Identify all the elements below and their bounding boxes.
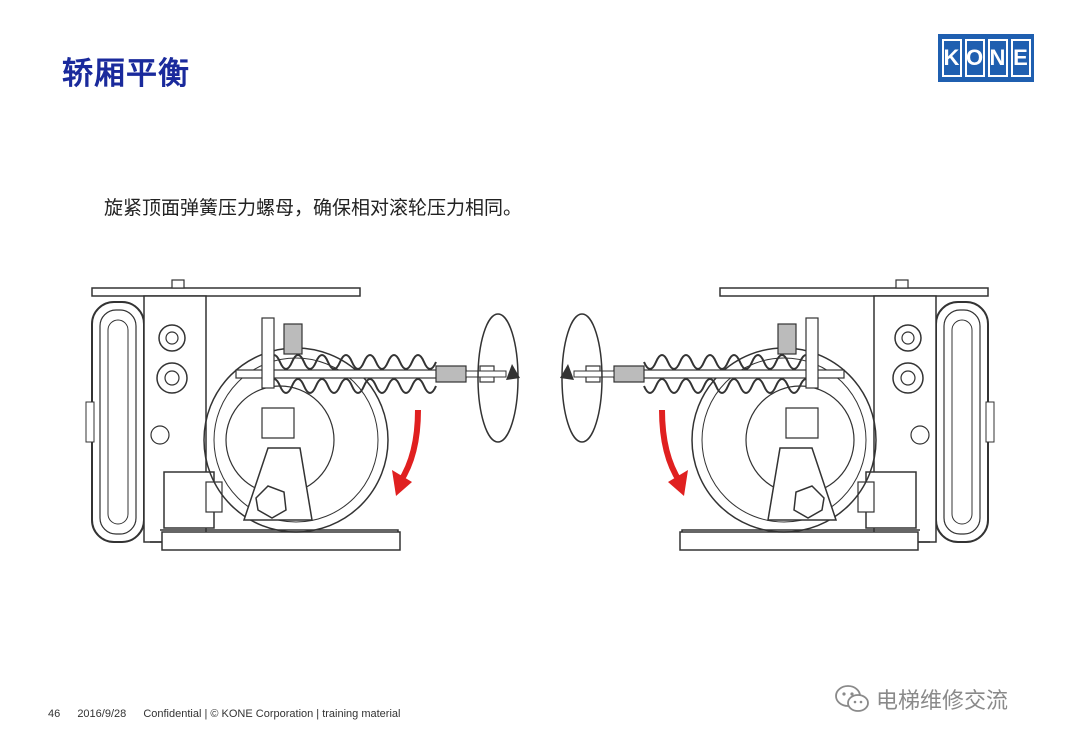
watermark-text: 电梯维修交流	[876, 689, 1009, 714]
kone-logo: K O N E	[938, 34, 1034, 82]
page-title: 轿厢平衡	[62, 56, 190, 92]
logo-letter-k: K	[941, 39, 962, 77]
right-roller-assembly	[560, 280, 994, 550]
slide-footer: 46 2016/9/28 Confidential | © KONE Corpo…	[48, 708, 414, 720]
confidential-notice: Confidential | © KONE Corporation | trai…	[143, 708, 401, 720]
logo-letter-o: O	[964, 39, 985, 77]
instruction-text: 旋紧顶面弹簧压力螺母，确保相对滚轮压力相同。	[104, 197, 523, 219]
left-roller-assembly	[86, 280, 520, 550]
watermark: 电梯维修交流	[834, 683, 1008, 715]
roller-guide-diagram	[0, 260, 1080, 560]
slide-date: 2016/9/28	[77, 708, 127, 720]
logo-letter-e: E	[1010, 39, 1031, 77]
logo-letter-n: N	[987, 39, 1008, 77]
page-number: 46	[48, 708, 61, 720]
wechat-icon	[835, 685, 869, 712]
